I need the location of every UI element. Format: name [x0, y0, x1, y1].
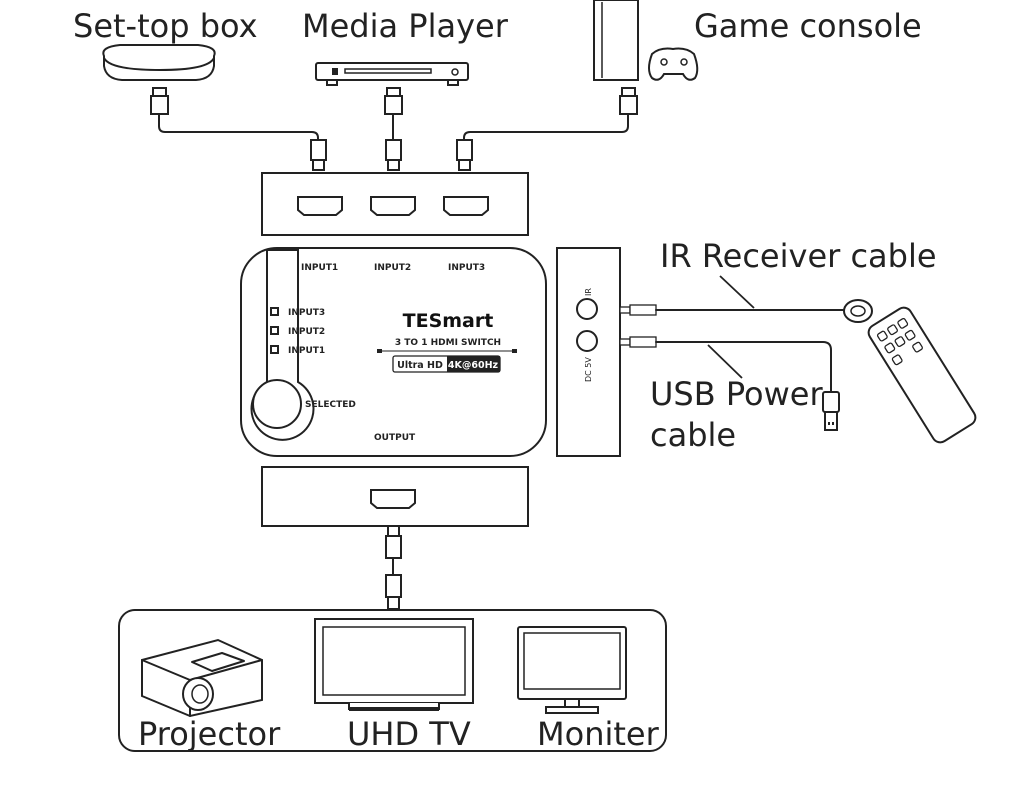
set-top-box-icon [102, 44, 216, 81]
dc-jack-label: DC 5V [584, 357, 593, 382]
input-port-panel [261, 172, 529, 236]
ir-receiver-cable-label: IR Receiver cable [660, 237, 937, 275]
indicator-led-input3 [270, 307, 279, 316]
media-player-label: Media Player [302, 7, 509, 45]
ultra-hd-badge: Ultra HD [397, 360, 443, 371]
port-label-input3: INPUT3 [448, 263, 485, 273]
output-label: OUTPUT [374, 433, 416, 443]
hdmi-cable-game-console [456, 87, 638, 171]
hdmi-output-port [370, 489, 416, 509]
monitor-icon [517, 626, 627, 714]
ir-jack-label: IR [584, 288, 593, 296]
indicator-led-input2 [270, 326, 279, 335]
usb-power-cable-label-line2: cable [650, 416, 736, 454]
hdmi-port-2 [370, 196, 416, 216]
ir-jack [576, 298, 598, 320]
indicator-label-input2: INPUT2 [288, 327, 325, 337]
ir-receiver-cable [619, 275, 873, 323]
uhd-tv-icon [314, 618, 474, 711]
hdmi-cable-media-player [384, 87, 403, 171]
monitor-label: Moniter [537, 715, 660, 753]
hdmi-port-1 [297, 196, 343, 216]
port-label-input1: INPUT1 [301, 263, 338, 273]
hdmi-port-3 [443, 196, 489, 216]
indicator-led-input1 [270, 345, 279, 354]
selector-button [252, 379, 302, 429]
model-label: 3 TO 1 HDMI SWITCH [395, 338, 501, 348]
set-top-box-label: Set-top box [73, 7, 258, 45]
usb-power-cable-label-line1: USB Power [650, 375, 823, 413]
output-port-panel [261, 466, 529, 527]
usb-power-cable [619, 336, 840, 431]
projector-label: Projector [138, 715, 281, 753]
hdmi-cable-set-top-box [150, 87, 327, 171]
port-label-input2: INPUT2 [374, 263, 411, 273]
dc-jack [576, 330, 598, 352]
media-player-icon [315, 62, 469, 86]
selected-label: SELECTED [305, 400, 356, 410]
indicator-label-input3: INPUT3 [288, 308, 325, 318]
hdmi-cable-output [385, 525, 402, 610]
game-console-icon [593, 0, 699, 81]
game-console-label: Game console [694, 7, 922, 45]
hdmi-switch-side-panel: IR DC 5V [556, 247, 621, 457]
projector-icon [141, 638, 263, 718]
brand-logo: TESmart [403, 310, 494, 332]
uhd-tv-label: UHD TV [347, 715, 471, 753]
resolution-badge: 4K@60Hz [448, 360, 499, 371]
hdmi-switch-front: INPUT1 INPUT2 INPUT3 SELECTED INPUT3 INP… [240, 247, 547, 457]
remote-control-icon [867, 306, 977, 444]
ir-receiver-icon [843, 299, 873, 323]
indicator-label-input1: INPUT1 [288, 346, 325, 356]
